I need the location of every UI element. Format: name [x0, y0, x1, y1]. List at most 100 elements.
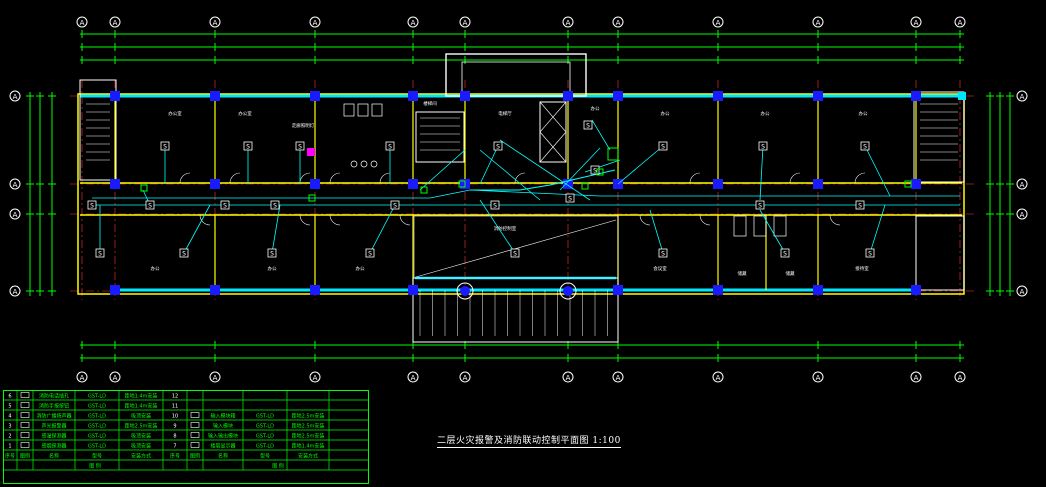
structural-column: [408, 91, 418, 101]
door-swing: [829, 214, 841, 226]
room-label: 办公: [661, 110, 670, 117]
smoke-detector-label: S: [868, 251, 872, 258]
stair-left: [79, 79, 117, 181]
axis-label: A: [716, 19, 721, 27]
toilet-fixture: [370, 160, 378, 168]
door-swing: [329, 172, 341, 184]
axis-label: A: [1020, 181, 1025, 189]
axis-label: A: [313, 19, 318, 27]
legend-name2: 输入模块: [213, 423, 233, 430]
legend-footer: 图 例: [272, 463, 284, 470]
smoke-detector-label: S: [98, 251, 102, 258]
door-swing: [299, 172, 311, 184]
axis-bubble: [612, 371, 624, 383]
door-swing: [854, 172, 866, 184]
door-swing: [699, 214, 711, 226]
legend-model2: GST-LD: [256, 444, 274, 450]
axis-label: A: [566, 19, 571, 27]
wiring-line: [759, 209, 786, 254]
toilet-fixture: [753, 215, 767, 237]
legend-name: 消防手报按钮: [39, 403, 69, 410]
smoke-detector: [267, 248, 277, 258]
smoke-detector-label: S: [593, 168, 597, 175]
smoke-detector-label: S: [90, 203, 94, 210]
smoke-detector: [179, 248, 189, 258]
wiring-line: [559, 147, 601, 191]
legend-model2: GST-LD: [256, 414, 274, 420]
room-label: 楼梯间: [423, 100, 437, 107]
io-module: [140, 184, 148, 192]
smoke-detector: [490, 200, 500, 210]
legend-name: 消防广播扬声器: [36, 413, 71, 420]
legend-symbol: [190, 442, 200, 448]
smoke-detector: [390, 200, 400, 210]
io-module: [581, 182, 589, 190]
structural-column: [210, 91, 220, 101]
structural-column: [713, 285, 723, 295]
smoke-detector: [860, 141, 870, 151]
legend-no2: 7: [173, 444, 176, 450]
structural-column: [210, 285, 220, 295]
smoke-detector: [87, 200, 97, 210]
axis-bubble: [76, 16, 88, 28]
axis-label: A: [313, 374, 318, 382]
structural-column: [911, 285, 921, 295]
axis-bubble: [209, 371, 221, 383]
axis-bubble: [1016, 178, 1028, 190]
smoke-detector-label: S: [148, 203, 152, 210]
room-label: 办公: [761, 110, 770, 117]
legend-install: 距地1.4m安装: [125, 393, 158, 400]
structural-column: [911, 179, 921, 189]
structural-column: [713, 91, 723, 101]
io-module: [308, 194, 316, 202]
legend-model: GST-LD: [88, 424, 106, 430]
legend-header: 图例: [20, 453, 30, 460]
smoke-detector-label: S: [513, 251, 517, 258]
axis-bubble: [712, 16, 724, 28]
legend-header: 型号: [260, 453, 270, 460]
alarm-device: [307, 148, 315, 156]
legend-no: 5: [8, 404, 11, 410]
elevator-x: [539, 101, 567, 133]
legend-footer: 图 例: [89, 463, 101, 470]
legend-model2: GST-LD: [256, 424, 274, 430]
wiring-line: [271, 204, 281, 254]
axis-label: A: [816, 374, 821, 382]
legend-no2: 12: [172, 394, 178, 400]
structural-column: [110, 91, 120, 101]
legend-border: [3, 390, 369, 484]
legend-name2: 输入模块箱: [210, 413, 235, 420]
atrium-void: [413, 215, 619, 279]
smoke-detector: [95, 248, 105, 258]
axis-bubble: [459, 16, 471, 28]
wiring-line: [183, 204, 211, 254]
smoke-detector-label: S: [661, 144, 665, 151]
structural-column: [563, 179, 573, 189]
axis-label: A: [113, 374, 118, 382]
smoke-detector: [565, 193, 575, 203]
stair-right: [913, 91, 965, 183]
structural-column: [310, 91, 320, 101]
axis-bubble: [812, 16, 824, 28]
legend-header: 安装方式: [131, 453, 151, 460]
wiring-line: [369, 204, 396, 254]
smoke-detector-label: S: [393, 203, 397, 210]
structural-column: [813, 285, 823, 295]
axis-label: A: [914, 19, 919, 27]
round-column-core: [460, 286, 470, 296]
legend-symbol: [20, 442, 30, 448]
wiring-line: [479, 149, 541, 201]
axis-bubble: [309, 371, 321, 383]
axis-bubble: [712, 371, 724, 383]
legend-install2: 距地2.5m安装: [292, 423, 325, 430]
legend-install: 吸顶安装: [131, 433, 151, 440]
door-swing: [689, 172, 701, 184]
smoke-detector-label: S: [163, 144, 167, 151]
legend-install2: 距地2.5m安装: [292, 413, 325, 420]
elevator-x: [539, 131, 567, 163]
legend-model: GST-LD: [88, 404, 106, 410]
axis-label: A: [463, 374, 468, 382]
room-label: 接待室: [855, 265, 869, 272]
